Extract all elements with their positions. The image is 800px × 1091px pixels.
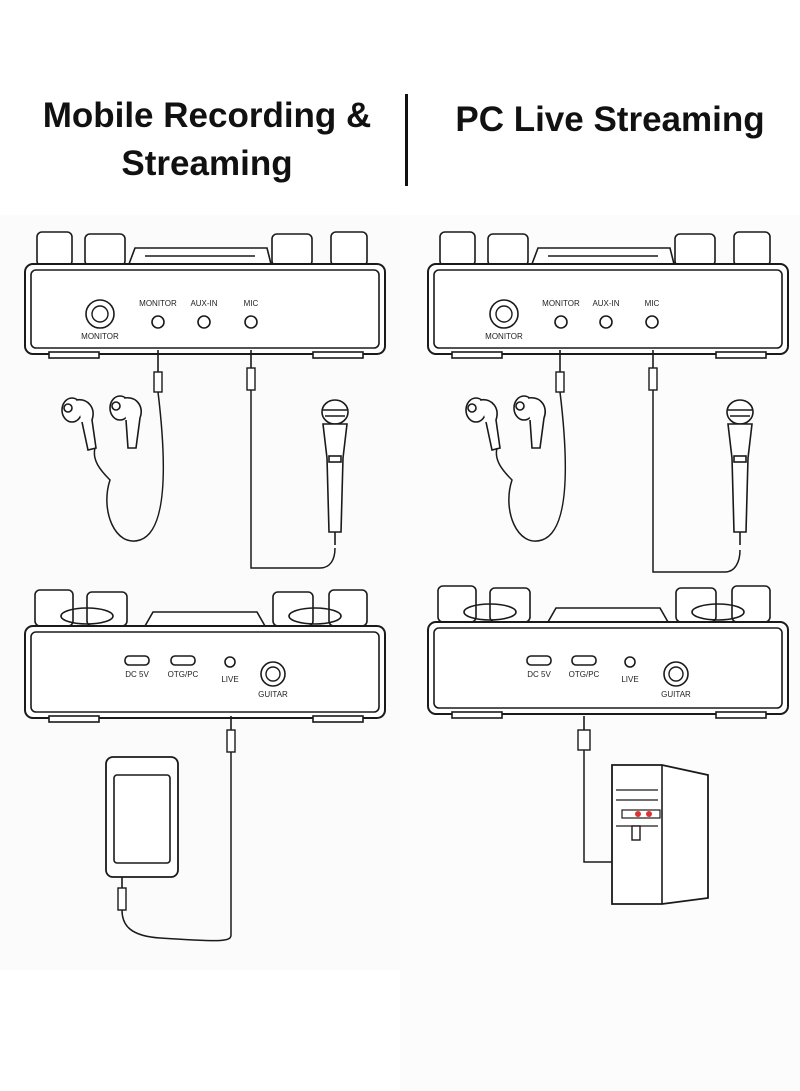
pc-live-port-label: LIVE <box>621 675 638 684</box>
left-title-line2: Streaming <box>121 144 293 183</box>
guitar-jack <box>260 661 286 687</box>
pc-aux-in-port-label: AUX-IN <box>592 299 619 308</box>
mobile-bottom-device: DC 5V OTG/PC LIVE GUITAR <box>24 589 386 723</box>
bottom-band <box>0 970 400 1091</box>
otg-port <box>170 655 196 666</box>
phone-icon <box>105 716 236 942</box>
live-port-label: LIVE <box>221 675 238 684</box>
monitor-port-label: MONITOR <box>139 299 177 308</box>
pc-monitor-port-label: MONITOR <box>542 299 580 308</box>
monitor-knob-label: MONITOR <box>81 332 119 341</box>
pc-tower-icon <box>577 716 709 905</box>
monitor-jack <box>151 315 165 329</box>
aux-in-port-label: AUX-IN <box>190 299 217 308</box>
left-title: Mobile Recording & Streaming <box>22 92 392 188</box>
pc-microphone-icon <box>648 350 754 573</box>
header: Mobile Recording & Streaming PC Live Str… <box>0 0 800 215</box>
live-jack <box>224 656 236 668</box>
right-title: PC Live Streaming <box>455 100 765 139</box>
pc-bottom-device: DC 5V OTG/PC LIVE GUITAR <box>427 585 789 719</box>
pc-earbuds-icon <box>465 350 567 542</box>
pc-mic-port-label: MIC <box>645 299 660 308</box>
pc-top-device: MONITOR MONITOR AUX-IN MIC <box>427 231 789 359</box>
pc-dc-port-label: DC 5V <box>527 670 551 679</box>
dc-port-label: DC 5V <box>125 670 149 679</box>
dc-port <box>124 655 150 666</box>
mobile-microphone-icon <box>246 350 349 569</box>
otg-port-label: OTG/PC <box>168 670 199 679</box>
guitar-port-label: GUITAR <box>258 690 288 699</box>
pc-guitar-port-label: GUITAR <box>661 690 691 699</box>
mic-port-label: MIC <box>244 299 259 308</box>
mobile-top-device: MONITOR MONITOR AUX-IN MIC <box>24 231 386 359</box>
pc-otg-port-label: OTG/PC <box>569 670 600 679</box>
left-title-line1: Mobile Recording & <box>42 96 372 135</box>
title-divider <box>405 94 408 186</box>
mobile-earbuds-icon <box>61 350 165 542</box>
aux-in-jack <box>197 315 211 329</box>
pc-monitor-knob-label: MONITOR <box>485 332 523 341</box>
monitor-knob <box>85 299 115 329</box>
mic-jack <box>244 315 258 329</box>
